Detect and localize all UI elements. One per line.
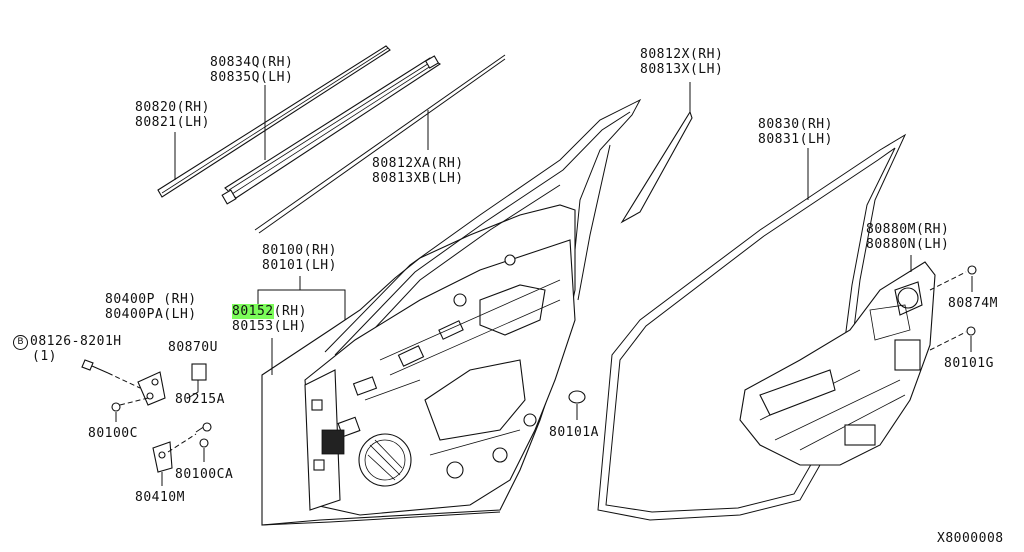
label-80152: 80152(RH) [232, 304, 307, 319]
label-80100ca: 80100CA [175, 467, 234, 482]
nut-80100ca-part [199, 438, 209, 448]
label-80215a: 80215A [175, 392, 225, 407]
hinge-lower-part [152, 441, 173, 473]
label-80101g: 80101G [944, 356, 994, 371]
nut-80100c-part [111, 402, 121, 412]
bolt-type-b-icon: B [13, 335, 28, 350]
clip-80101g-part [966, 326, 976, 336]
label-80812xa: 80812XA(RH) [372, 156, 464, 171]
label-80400pa: 80400PA(LH) [105, 307, 197, 322]
label-80410m: 80410M [135, 490, 185, 505]
label-80400p: 80400P (RH) [105, 292, 197, 307]
clip-80870u-part [191, 363, 207, 381]
leader-lines [107, 82, 973, 486]
label-80831: 80831(LH) [758, 132, 833, 147]
label-80835q: 80835Q(LH) [210, 70, 294, 85]
label-80100: 80100(RH) [262, 243, 337, 258]
bolt-08126-part [81, 359, 109, 374]
label-80874m: 80874M [948, 296, 998, 311]
label-80100c: 80100C [88, 426, 138, 441]
door-trim-panel-part [739, 261, 936, 466]
label-80813xb: 80813XB(LH) [372, 171, 464, 186]
label-80813x: 80813X(LH) [640, 62, 724, 77]
label-80880m: 80880M(RH) [866, 222, 950, 237]
label-08126-qty: (1) [32, 349, 57, 364]
molding-80820-part [157, 45, 391, 198]
label-80101: 80101(LH) [262, 258, 337, 273]
plug-80101a-part [568, 390, 586, 404]
front-door-panel-part [261, 98, 642, 526]
molding-80812xa-part [254, 54, 506, 234]
hinge-upper-part [137, 371, 166, 406]
label-80870u: 80870U [168, 340, 218, 355]
label-80880n: 80880N(LH) [866, 237, 950, 252]
label-80153: 80153(LH) [232, 319, 307, 334]
label-80812x: 80812X(RH) [640, 47, 724, 62]
door-weatherstrip-80830-part [597, 133, 907, 521]
nut-80874m-part [967, 265, 977, 275]
sash-trim-80812x-part [620, 110, 693, 224]
label-08126: 08126-8201H [30, 334, 122, 349]
label-80830: 80830(RH) [758, 117, 833, 132]
label-80821: 80821(LH) [135, 115, 210, 130]
label-80834q: 80834Q(RH) [210, 55, 294, 70]
label-80101a: 80101A [549, 425, 599, 440]
label-80820: 80820(RH) [135, 100, 210, 115]
label-80152-side: (RH) [273, 304, 307, 319]
molding-80834q-part [221, 55, 442, 205]
pin-80215a-part [195, 422, 212, 433]
diagram-id: X8000008 [937, 531, 1004, 546]
label-80152-highlight: 80152 [232, 304, 274, 319]
